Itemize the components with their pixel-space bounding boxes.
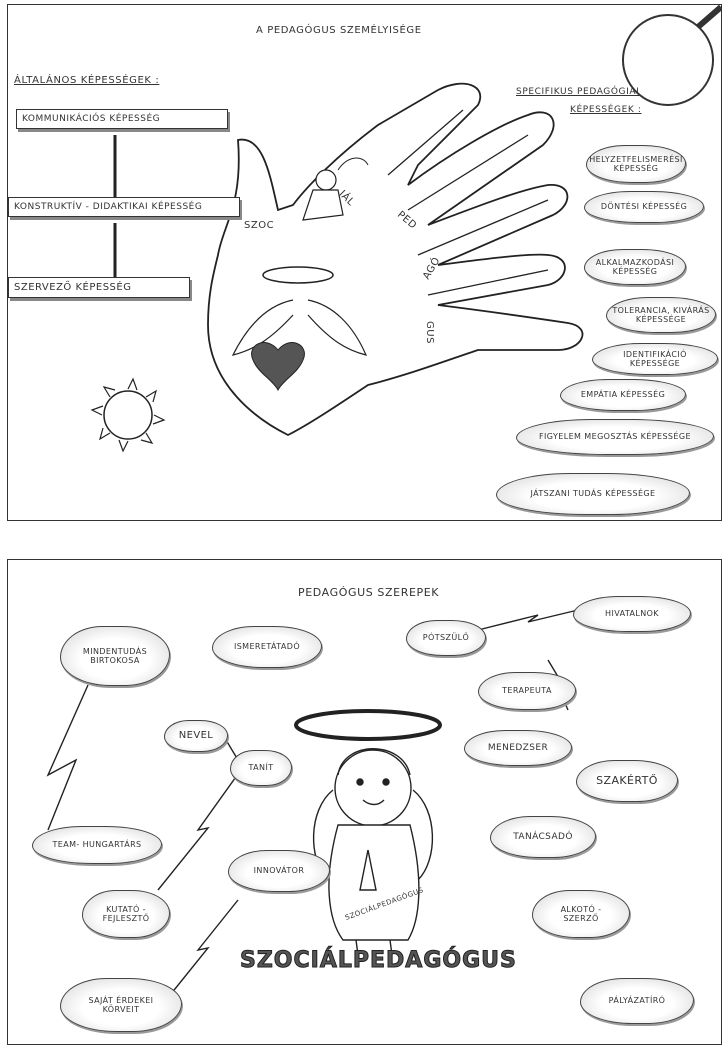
hand-word-1: SZOC (244, 220, 274, 231)
panel-roles: PEDAGÓGUS SZEREPEK MINDENTUDÁS BIRTOKOSA… (7, 559, 722, 1045)
role-alkoto: ALKOTÓ - SZERZŐ (532, 890, 630, 938)
role-innovator: INNOVÁTOR (228, 850, 330, 892)
specific-item-adaptation: ALKALMAZKODÁSI KÉPESSÉG (584, 249, 686, 285)
general-item-communication: KOMMUNIKÁCIÓS KÉPESSÉG (16, 109, 228, 129)
role-menedzser: MENEDZSER (464, 730, 572, 766)
panel2-title: PEDAGÓGUS SZEREPEK (298, 586, 439, 599)
role-ismeretatado: ISMERETÁTADÓ (212, 626, 322, 668)
small-angel-icon (316, 170, 336, 190)
role-hivatalnok: HIVATALNOK (573, 596, 691, 632)
role-kutato: KUTATÓ - FEJLESZTŐ (82, 890, 170, 938)
role-teamtag: TEAM- HUNGARTÁRS (32, 826, 162, 864)
role-tanito: TANÍT (230, 750, 292, 786)
specific-item-play: JÁTSZANI TUDÁS KÉPESSÉGE (496, 473, 690, 515)
role-mindentudo: MINDENTUDÁS BIRTOKOSA (60, 626, 170, 686)
specific-item-tolerance: TOLERANCIA, KIVÁRÁS KÉPESSÉGE (606, 297, 716, 333)
specific-item-identification: IDENTIFIKÁCIÓ KÉPESSÉGE (592, 343, 718, 375)
general-item-constructive: KONSTRUKTÍV - DIDAKTIKAI KÉPESSÉG (8, 197, 240, 217)
role-szakerto: SZAKÉRTŐ (576, 760, 678, 802)
specific-item-situation: HELYZETFELISMERÉSI KÉPESSÉG (586, 145, 686, 183)
general-abilities-title: ÁLTALÁNOS KÉPESSÉGEK : (14, 75, 159, 86)
general-item-organizing: SZERVEZŐ KÉPESSÉG (8, 277, 190, 298)
specific-item-decision: DÖNTÉSI KÉPESSÉG (584, 191, 704, 223)
specific-item-empathy: EMPÁTIA KÉPESSÉG (560, 379, 686, 411)
role-potszulo: PÓTSZÜLŐ (406, 620, 486, 656)
hand-word-5: GUS (424, 321, 435, 344)
sun-icon (92, 379, 164, 451)
angel-icon (314, 749, 433, 955)
specific-item-attention: FIGYELEM MEGOSZTÁS KÉPESSÉGE (516, 419, 714, 455)
specific-abilities-title-2: KÉPESSÉGEK : (570, 105, 641, 115)
specific-abilities-title-1: SPECIFIKUS PEDAGÓGIAI (516, 87, 639, 97)
role-nevelo: NEVEL (164, 720, 228, 752)
role-sajatkorei: SAJÁT ÉRDEKEI KÖRVEIT (60, 978, 182, 1032)
panel-personality: A PEDAGÓGUS SZEMÉLYISÉGE ÁLTALÁNOS KÉPES… (7, 4, 722, 521)
bottom-title: SZOCIÁLPEDAGÓGUS (240, 948, 517, 973)
role-terapeuta: TERAPEUTA (478, 672, 576, 710)
big-halo-icon (296, 711, 440, 739)
role-palyazatiro: PÁLYÁZATÍRÓ (580, 978, 694, 1024)
role-tanacsado: TANÁCSADÓ (490, 816, 596, 858)
panel1-title: A PEDAGÓGUS SZEMÉLYISÉGE (256, 25, 422, 36)
